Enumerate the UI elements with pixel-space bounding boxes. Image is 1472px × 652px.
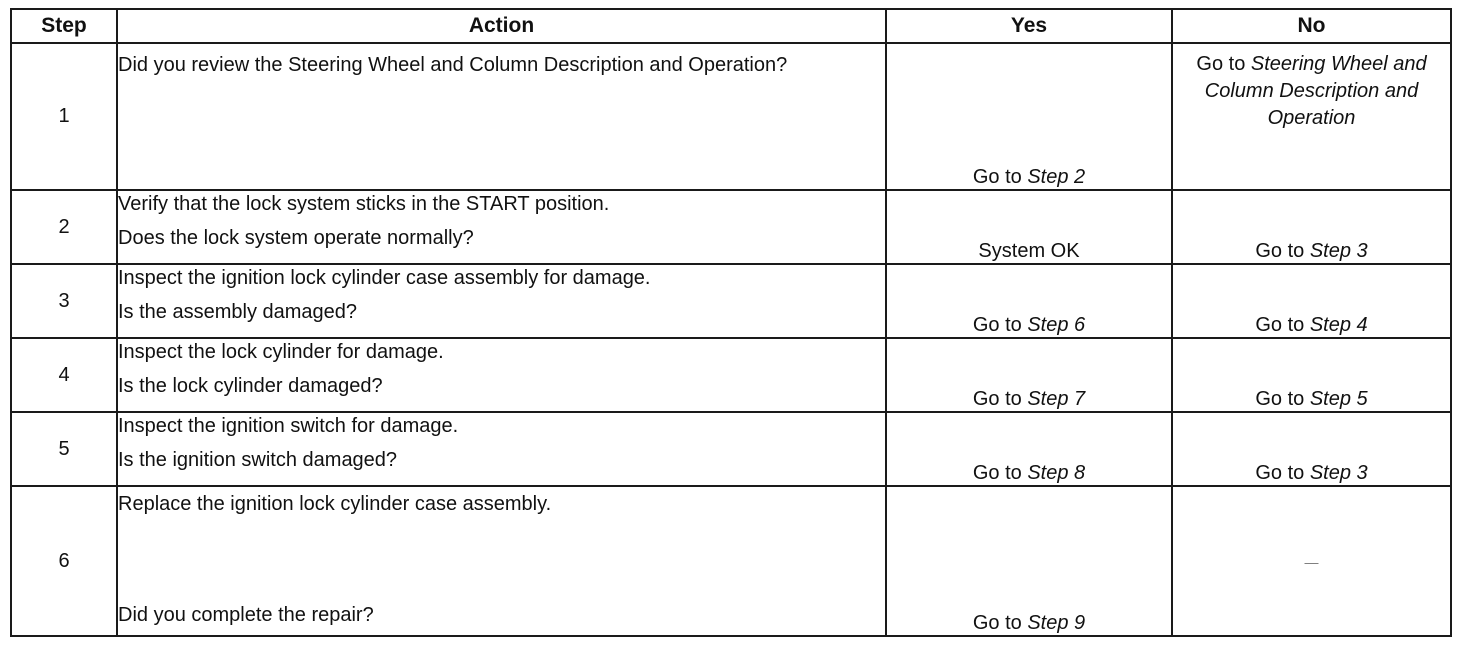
no-result: Go to Steering Wheel and Column Descript… <box>1171 42 1452 191</box>
step-link[interactable]: Step 4 <box>1309 314 1368 336</box>
header-no: No <box>1171 8 1452 44</box>
step-link[interactable]: Step 3 <box>1309 240 1368 262</box>
action-text: Inspect the ignition switch for damage. … <box>116 411 887 487</box>
action-text: Inspect the ignition lock cylinder case … <box>116 263 887 339</box>
action-text: Verify that the lock system sticks in th… <box>116 189 887 265</box>
action-instruction: Inspect the ignition lock cylinder case … <box>118 267 651 289</box>
header-row: Step Action Yes No <box>10 8 1452 44</box>
no-result: Go to Step 3 <box>1171 411 1452 487</box>
step-number: 6 <box>10 485 118 637</box>
table-row: 1 Did you review the Steering Wheel and … <box>10 42 1452 191</box>
action-text: Did you review the Steering Wheel and Co… <box>116 42 887 191</box>
step-number: 5 <box>10 411 118 487</box>
diagnostic-table: Step Action Yes No 1 Did you review the … <box>10 8 1452 637</box>
action-question: Is the assembly damaged? <box>118 301 358 323</box>
table-row: 4 Inspect the lock cylinder for damage. … <box>10 337 1452 413</box>
header-action: Action <box>116 8 887 44</box>
yes-result: Go to Step 9 <box>885 485 1173 637</box>
action-question: Does the lock system operate normally? <box>118 227 474 249</box>
yes-result: System OK <box>885 189 1173 265</box>
step-number: 3 <box>10 263 118 339</box>
yes-result: Go to Step 7 <box>885 337 1173 413</box>
no-result: Go to Step 5 <box>1171 337 1452 413</box>
step-number: 2 <box>10 189 118 265</box>
step-link[interactable]: Step 3 <box>1309 462 1368 484</box>
action-question: Did you complete the repair? <box>118 604 374 626</box>
step-link[interactable]: Step 2 <box>1027 166 1086 188</box>
action-instruction: Replace the ignition lock cylinder case … <box>118 493 552 515</box>
section-link[interactable]: Steering Wheel and Column Description an… <box>1204 53 1427 129</box>
action-text: Replace the ignition lock cylinder case … <box>116 485 887 637</box>
step-number: 1 <box>10 42 118 191</box>
action-instruction: Inspect the lock cylinder for damage. <box>118 341 444 363</box>
table-row: 6 Replace the ignition lock cylinder cas… <box>10 485 1452 637</box>
action-question: Is the ignition switch damaged? <box>118 449 398 471</box>
action-question: Is the lock cylinder damaged? <box>118 375 383 397</box>
action-instruction: Inspect the ignition switch for damage. <box>118 415 459 437</box>
table-row: 3 Inspect the ignition lock cylinder cas… <box>10 263 1452 339</box>
header-yes: Yes <box>885 8 1173 44</box>
no-result: Go to Step 4 <box>1171 263 1452 339</box>
step-link[interactable]: Step 9 <box>1027 612 1086 634</box>
table-row: 2 Verify that the lock system sticks in … <box>10 189 1452 265</box>
step-link[interactable]: Step 7 <box>1027 388 1086 410</box>
yes-result: Go to Step 8 <box>885 411 1173 487</box>
step-link[interactable]: Step 6 <box>1027 314 1086 336</box>
not-applicable-dash: — <box>1304 553 1319 570</box>
step-number: 4 <box>10 337 118 413</box>
no-result: Go to Step 3 <box>1171 189 1452 265</box>
no-result: — <box>1171 485 1452 637</box>
yes-result: Go to Step 6 <box>885 263 1173 339</box>
table-row: 5 Inspect the ignition switch for damage… <box>10 411 1452 487</box>
step-link[interactable]: Step 5 <box>1309 388 1368 410</box>
diagnostic-table-page: Step Action Yes No 1 Did you review the … <box>10 8 1452 637</box>
action-text: Inspect the lock cylinder for damage. Is… <box>116 337 887 413</box>
step-link[interactable]: Step 8 <box>1027 462 1086 484</box>
header-step: Step <box>10 8 118 44</box>
action-instruction: Verify that the lock system sticks in th… <box>118 193 610 215</box>
yes-result: Go to Step 2 <box>885 42 1173 191</box>
